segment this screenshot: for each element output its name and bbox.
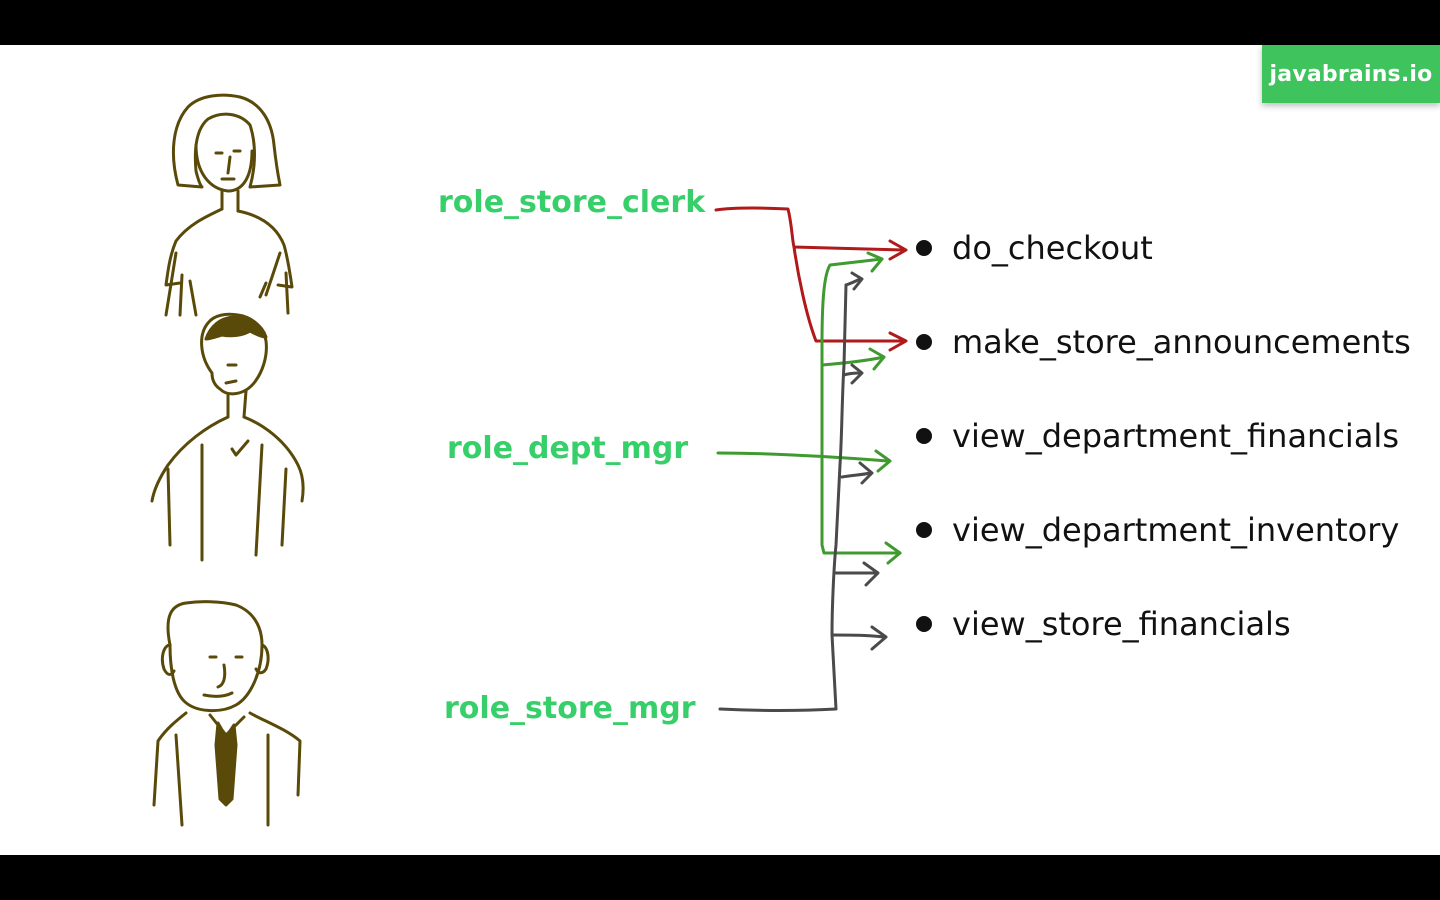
person-store-mgr-illustration	[152, 600, 302, 827]
dept-mgr-arrows	[716, 251, 902, 565]
letterbox-top	[0, 0, 1440, 45]
diagram-drawing	[150, 93, 908, 827]
permission-item: view_department_financials	[916, 417, 1399, 455]
permission-label: do_checkout	[952, 229, 1153, 267]
permission-label: view_department_financials	[952, 417, 1399, 455]
bullet-icon	[916, 616, 932, 632]
permission-item: do_checkout	[916, 229, 1153, 267]
person-clerk-illustration	[164, 93, 294, 317]
role-label-dept-mgr: role_dept_mgr	[447, 431, 689, 466]
brand-badge: javabrains.io	[1262, 45, 1440, 103]
role-label-store-mgr: role_store_mgr	[444, 691, 696, 726]
permission-label: view_department_inventory	[952, 511, 1400, 549]
permission-item: view_store_financials	[916, 605, 1291, 643]
bullet-icon	[916, 334, 932, 350]
permission-item: make_store_announcements	[916, 323, 1411, 361]
permission-label: make_store_announcements	[952, 323, 1411, 361]
store-mgr-arrows	[718, 271, 888, 712]
clerk-arrows	[714, 206, 908, 352]
bullet-icon	[916, 522, 932, 538]
brand-label: javabrains.io	[1269, 61, 1433, 87]
bullet-icon	[916, 240, 932, 256]
letterbox-bottom	[0, 855, 1440, 900]
permission-item: view_department_inventory	[916, 511, 1399, 549]
bullet-icon	[916, 428, 932, 444]
person-dept-mgr-illustration	[150, 312, 305, 562]
slide: javabrains.io	[0, 45, 1440, 855]
role-label-store-clerk: role_store_clerk	[438, 185, 706, 220]
permission-label: view_store_financials	[952, 605, 1291, 643]
